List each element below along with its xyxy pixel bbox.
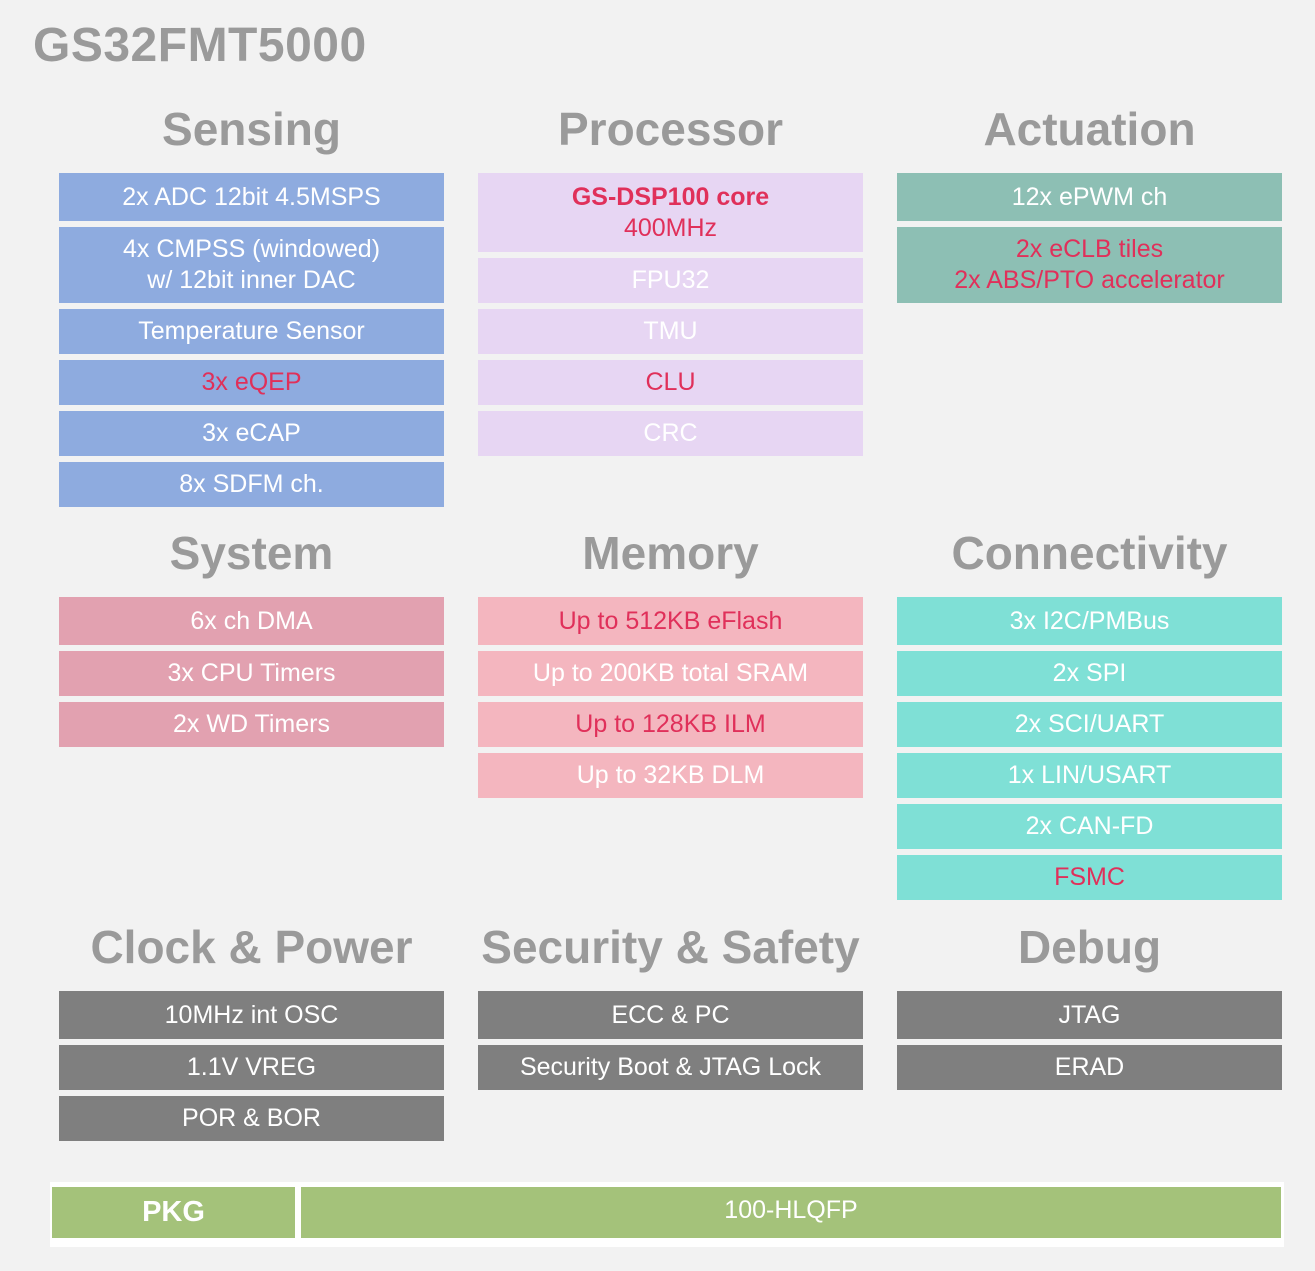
feature-block-connectivity: 1x LIN/USART xyxy=(897,753,1282,798)
feature-label: 2x ADC 12bit 4.5MSPS xyxy=(122,182,381,211)
feature-label: 2x SPI xyxy=(1052,659,1127,687)
system-section: System 6x ch DMA 3x CPU Timers 2x WD Timer… xyxy=(59,527,444,753)
section-title-sensing: Sensing xyxy=(162,103,341,155)
feature-label: ERAD xyxy=(1054,1053,1125,1081)
feature-label: GS-DSP100 core xyxy=(571,182,770,211)
feature-label: 3x eQEP xyxy=(201,368,302,396)
feature-block-memory: Up to 32KB DLM xyxy=(478,753,863,798)
feature-block-system: 6x ch DMA xyxy=(59,597,444,645)
feature-block-sensing: 3x eQEP xyxy=(59,360,444,405)
security-safety-section: Security & Safety ECC & PC Security Boot … xyxy=(478,921,863,1096)
feature-label: Up to 512KB eFlash xyxy=(558,606,783,635)
package-bar: PKG 100-HLQFP xyxy=(50,1182,1284,1247)
feature-block-processor: FPU32 xyxy=(478,258,863,303)
feature-block-connectivity: 2x SCI/UART xyxy=(897,702,1282,747)
feature-label: 2x WD Timers xyxy=(173,710,330,738)
section-title-debug: Debug xyxy=(1017,921,1162,973)
feature-label: 4x CMPSS (windowed) xyxy=(122,235,381,263)
package-label: PKG xyxy=(52,1187,295,1238)
feature-label: Security Boot & JTAG Lock xyxy=(519,1053,822,1081)
connectivity-section: Connectivity 3x I2C/PMBus 2x SPI 2x SCI/UA… xyxy=(897,527,1282,906)
feature-label: Temperature Sensor xyxy=(138,317,365,345)
feature-label: 1.1V VREG xyxy=(186,1053,317,1081)
feature-label: 2x ABS/PTO accelerator xyxy=(954,266,1225,294)
feature-label: 6x ch DMA xyxy=(190,606,313,635)
feature-block-actuation: 12x ePWM ch xyxy=(897,173,1282,221)
feature-block-memory: Up to 512KB eFlash xyxy=(478,597,863,645)
feature-block-sensing: 4x CMPSS (windowed) w/ 12bit inner DAC xyxy=(59,227,444,303)
memory-section: Memory Up to 512KB eFlash Up to 200KB tot… xyxy=(478,527,863,804)
section-title-security-safety: Security & Safety xyxy=(481,921,860,973)
feature-block-connectivity: 3x I2C/PMBus xyxy=(897,597,1282,645)
feature-block-security: ECC & PC xyxy=(478,991,863,1039)
feature-block-connectivity: FSMC xyxy=(897,855,1282,900)
feature-label: Up to 200KB total SRAM xyxy=(532,659,809,687)
feature-block-connectivity: 2x SPI xyxy=(897,651,1282,696)
section-title-memory: Memory xyxy=(582,527,759,579)
feature-block-security: Security Boot & JTAG Lock xyxy=(478,1045,863,1090)
feature-block-clock: POR & BOR xyxy=(59,1096,444,1141)
feature-label: 3x eCAP xyxy=(202,419,301,447)
feature-block-clock: 1.1V VREG xyxy=(59,1045,444,1090)
feature-label: 1x LIN/USART xyxy=(1007,761,1172,789)
feature-label: TMU xyxy=(643,317,698,345)
feature-label: CLU xyxy=(645,368,696,396)
feature-label: 2x CAN-FD xyxy=(1025,812,1154,840)
section-title-actuation: Actuation xyxy=(983,103,1196,155)
feature-label: w/ 12bit inner DAC xyxy=(147,266,356,294)
actuation-section: Actuation 12x ePWM ch 2x eCLB tiles 2x ABS… xyxy=(897,103,1282,309)
feature-label: 3x I2C/PMBus xyxy=(1009,606,1170,635)
feature-label: 2x SCI/UART xyxy=(1014,710,1165,738)
debug-section: Debug JTAG ERAD xyxy=(897,921,1282,1096)
feature-label: POR & BOR xyxy=(182,1104,321,1132)
section-title-system: System xyxy=(169,527,334,579)
feature-block-processor: CRC xyxy=(478,411,863,456)
page-title: GS32FMT5000 xyxy=(33,19,367,72)
feature-block-sensing: Temperature Sensor xyxy=(59,309,444,354)
feature-label: Up to 32KB DLM xyxy=(576,761,765,789)
section-title-connectivity: Connectivity xyxy=(951,527,1228,579)
feature-label: CRC xyxy=(643,419,698,447)
sensing-section: Sensing 2x ADC 12bit 4.5MSPS 4x CMPSS (wi… xyxy=(59,103,444,513)
feature-block-debug: ERAD xyxy=(897,1045,1282,1090)
section-title-clock-power: Clock & Power xyxy=(90,921,413,973)
section-title-processor: Processor xyxy=(557,103,783,155)
feature-label: FPU32 xyxy=(631,266,710,294)
feature-label: 8x SDFM ch. xyxy=(179,470,324,498)
feature-label: 10MHz int OSC xyxy=(164,1000,339,1029)
feature-block-memory: Up to 128KB ILM xyxy=(478,702,863,747)
feature-block-sensing: 3x eCAP xyxy=(59,411,444,456)
feature-block-connectivity: 2x CAN-FD xyxy=(897,804,1282,849)
feature-block-sensing: 8x SDFM ch. xyxy=(59,462,444,507)
feature-label: JTAG xyxy=(1058,1000,1121,1029)
feature-label: 2x eCLB tiles xyxy=(1015,235,1164,263)
feature-block-clock: 10MHz int OSC xyxy=(59,991,444,1039)
feature-label: 12x ePWM ch xyxy=(1011,182,1168,211)
feature-block-system: 2x WD Timers xyxy=(59,702,444,747)
package-value: 100-HLQFP xyxy=(301,1187,1281,1238)
clock-power-section: Clock & Power 10MHz int OSC 1.1V VREG POR … xyxy=(59,921,444,1147)
feature-block-system: 3x CPU Timers xyxy=(59,651,444,696)
feature-block-memory: Up to 200KB total SRAM xyxy=(478,651,863,696)
feature-block-processor: TMU xyxy=(478,309,863,354)
feature-block-sensing: 2x ADC 12bit 4.5MSPS xyxy=(59,173,444,221)
feature-label: 400MHz xyxy=(623,213,718,242)
feature-block-processor: CLU xyxy=(478,360,863,405)
feature-label: Up to 128KB ILM xyxy=(575,710,766,738)
feature-label: 3x CPU Timers xyxy=(167,659,336,687)
feature-label: ECC & PC xyxy=(611,1000,730,1029)
feature-label: FSMC xyxy=(1054,863,1125,891)
feature-block-actuation: 2x eCLB tiles 2x ABS/PTO accelerator xyxy=(897,227,1282,303)
feature-block-debug: JTAG xyxy=(897,991,1282,1039)
